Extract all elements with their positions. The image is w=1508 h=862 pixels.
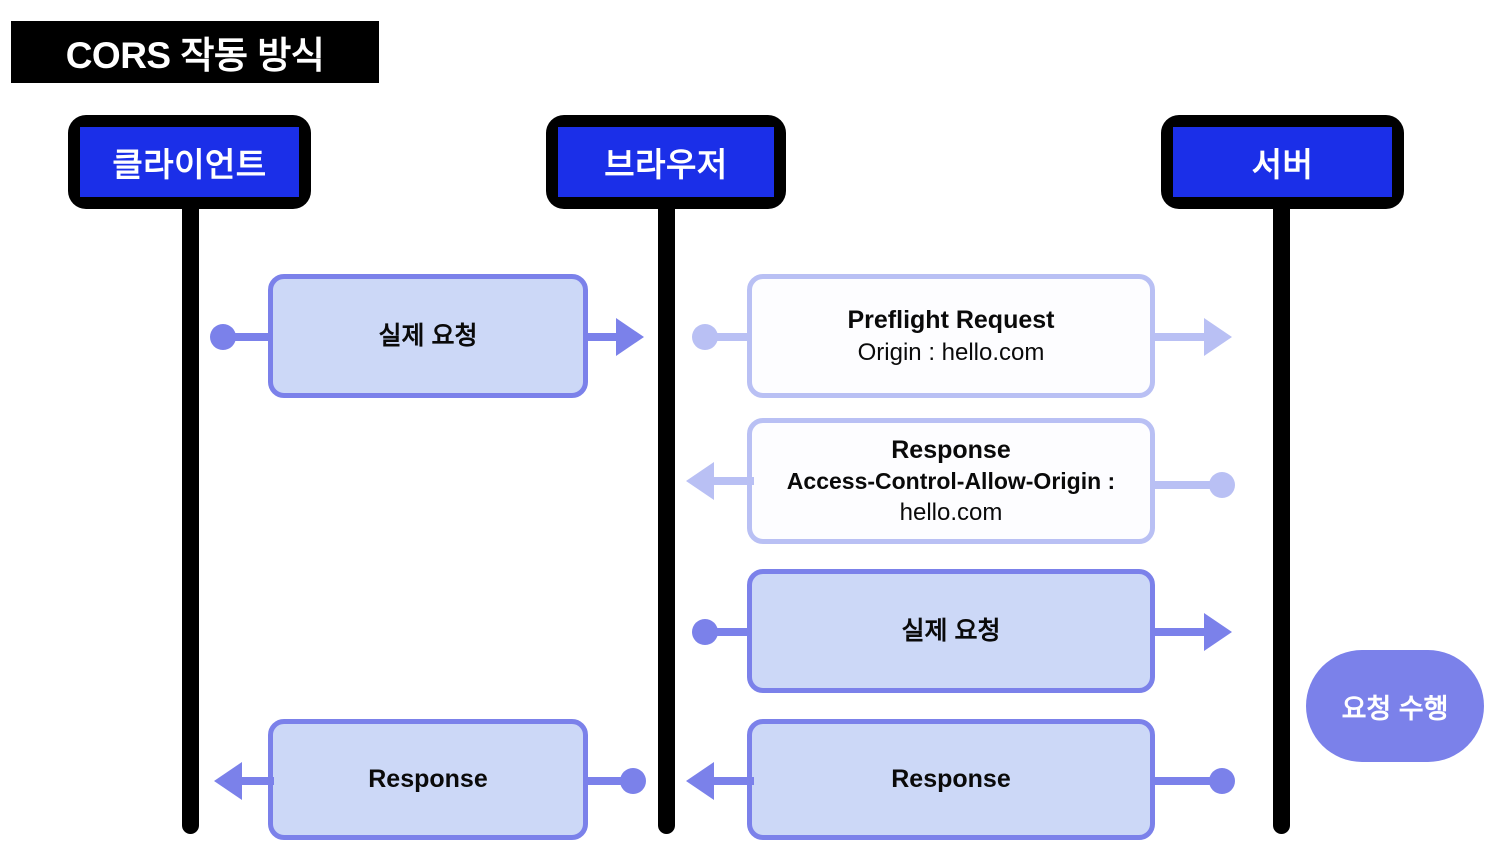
message-2-line-1: Preflight Request	[847, 306, 1055, 335]
message-3-arrowhead-left-icon	[686, 462, 714, 500]
message-5-box[interactable]: Response	[747, 719, 1155, 840]
message-3-line-left	[712, 477, 754, 485]
message-3-line-3: hello.com	[899, 498, 1003, 526]
actor-server[interactable]: 서버	[1161, 115, 1404, 209]
message-1-line-right	[584, 333, 620, 341]
actor-client[interactable]: 클라이언트	[68, 115, 311, 209]
message-4-line-1: 실제 요청	[901, 616, 1001, 645]
message-6-line-1: Response	[368, 765, 488, 794]
message-6-arrowhead-left-icon	[214, 762, 242, 800]
lifeline-client	[182, 200, 199, 834]
message-4-arrowhead-right-icon	[1204, 613, 1232, 651]
message-3-source-dot	[1209, 472, 1235, 498]
message-5-line-1: Response	[891, 765, 1011, 794]
message-6-line-right	[584, 777, 628, 785]
message-6-line-left	[240, 777, 274, 785]
message-2-arrowhead-right-icon	[1204, 318, 1232, 356]
message-5-line-left	[712, 777, 754, 785]
page-title: CORS 작동 방식	[11, 21, 379, 83]
message-4-line-right	[1151, 628, 1206, 636]
note-request-execution[interactable]: 요청 수행	[1306, 650, 1484, 762]
message-5-arrowhead-left-icon	[686, 762, 714, 800]
message-3-line-right	[1151, 481, 1213, 489]
message-1-line-1: 실제 요청	[378, 321, 478, 350]
page-title-text: CORS 작동 방식	[65, 35, 325, 76]
message-3-line-2: Access-Control-Allow-Origin :	[786, 467, 1116, 494]
actor-browser[interactable]: 브라우저	[546, 115, 786, 209]
message-2-line-right	[1151, 333, 1206, 341]
message-1-box[interactable]: 실제 요청	[268, 274, 588, 398]
message-5-line-right	[1151, 777, 1213, 785]
message-2-box[interactable]: Preflight Request Origin : hello.com	[747, 274, 1155, 398]
message-5-source-dot	[1209, 768, 1235, 794]
actor-browser-label: 브라우저	[558, 127, 774, 197]
lifeline-server	[1273, 200, 1290, 834]
lifeline-browser	[658, 200, 675, 834]
message-3-line-1: Response	[891, 436, 1011, 465]
message-6-box[interactable]: Response	[268, 719, 588, 840]
message-1-line-left	[222, 333, 272, 341]
actor-client-label: 클라이언트	[80, 127, 299, 197]
message-2-line-left	[704, 333, 752, 341]
message-2-line-2: Origin : hello.com	[857, 338, 1045, 366]
note-request-execution-label: 요청 수행	[1341, 693, 1449, 724]
message-4-box[interactable]: 실제 요청	[747, 569, 1155, 693]
message-1-arrowhead-right-icon	[616, 318, 644, 356]
actor-server-label: 서버	[1173, 127, 1392, 197]
message-4-line-left	[704, 628, 752, 636]
message-3-box[interactable]: Response Access-Control-Allow-Origin : h…	[747, 418, 1155, 544]
